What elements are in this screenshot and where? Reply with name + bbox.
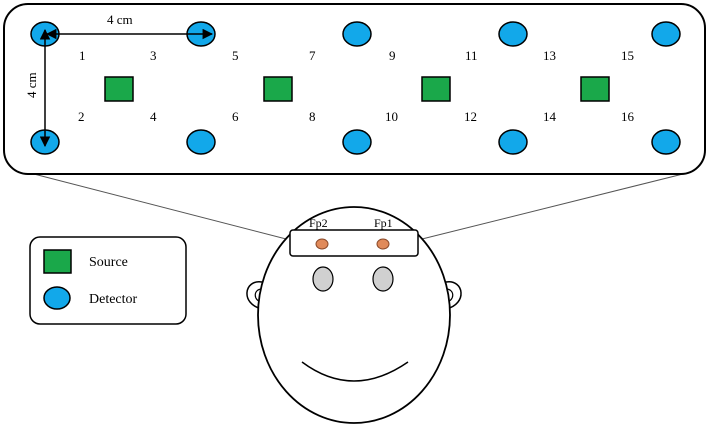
- horizontal-dimension-label: 4 cm: [107, 12, 133, 27]
- fp2-label: Fp2: [309, 216, 328, 230]
- fp1-electrode: [376, 238, 390, 250]
- left-eye: [312, 266, 334, 292]
- channel-label: 10: [385, 109, 398, 124]
- channel-label: 7: [309, 48, 316, 63]
- channel-label: 15: [621, 48, 634, 63]
- detector-marker: [342, 129, 372, 155]
- channel-label: 9: [389, 48, 396, 63]
- legend: Source Detector: [29, 236, 187, 325]
- channel-label: 3: [150, 48, 157, 63]
- channel-label: 5: [232, 48, 239, 63]
- channel-label: 14: [543, 109, 557, 124]
- detector-marker: [651, 21, 681, 47]
- detector-marker: [498, 129, 528, 155]
- detector-marker: [186, 129, 216, 155]
- source-marker: [263, 76, 293, 102]
- channel-label: 2: [78, 109, 85, 124]
- legend-detector-icon: [43, 286, 71, 310]
- channel-label: 6: [232, 109, 239, 124]
- legend-source-icon: [43, 249, 72, 274]
- head-illustration: Fp2 Fp1: [246, 206, 462, 424]
- zoom-line-right: [417, 172, 688, 241]
- zoom-line-left: [29, 172, 291, 241]
- headband-probe: [289, 229, 419, 257]
- fp2-electrode: [315, 238, 329, 250]
- channel-label: 4: [150, 109, 157, 124]
- channel-label: 11: [465, 48, 478, 63]
- legend-detector-label: Detector: [89, 292, 138, 307]
- source-marker: [104, 76, 134, 102]
- mouth: [301, 361, 409, 382]
- detector-marker: [342, 21, 372, 47]
- probe-panel: [3, 3, 706, 175]
- head-outline: [257, 206, 451, 424]
- channel-label: 13: [543, 48, 556, 63]
- detector-marker: [651, 129, 681, 155]
- source-marker: [580, 76, 610, 102]
- sources-row: [104, 76, 610, 102]
- legend-source-label: Source: [89, 255, 128, 270]
- channel-labels: 1 2 3 4 5 6 7 8 9 10 11 12 13 14 15 16: [78, 48, 635, 124]
- channel-label: 8: [309, 109, 316, 124]
- channel-label: 12: [464, 109, 477, 124]
- source-marker: [421, 76, 451, 102]
- vertical-dimension-label: 4 cm: [24, 72, 39, 98]
- detector-marker: [498, 21, 528, 47]
- channel-label: 16: [621, 109, 635, 124]
- right-eye: [372, 266, 394, 292]
- fp1-label: Fp1: [374, 216, 393, 230]
- channel-label: 1: [79, 48, 86, 63]
